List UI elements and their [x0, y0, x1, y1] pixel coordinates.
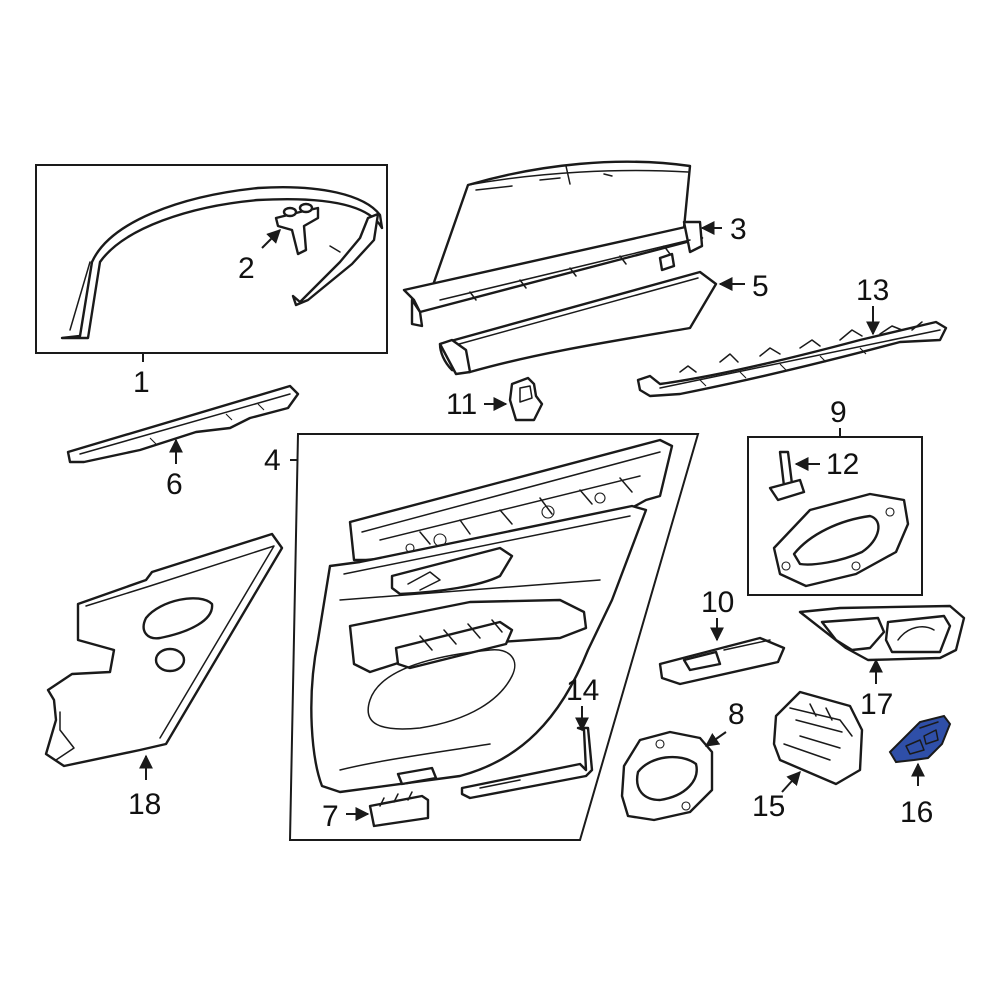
callout-16-label[interactable]: 16 [900, 796, 933, 829]
part-9-handle[interactable] [772, 492, 910, 588]
callout-12-label[interactable]: 12 [826, 448, 859, 481]
callout-15-leader [781, 770, 801, 793]
callout-8-leader [704, 731, 727, 747]
part-10-switch-trim[interactable] [658, 636, 786, 686]
part-13-bracket-rail[interactable] [636, 320, 948, 398]
callout-8-label[interactable]: 8 [728, 698, 745, 731]
group-box-4 [288, 433, 700, 841]
callout-10-label[interactable]: 10 [701, 586, 734, 619]
part-17-handle-bezel[interactable] [798, 604, 966, 662]
part-15-switch-housing[interactable] [772, 690, 864, 786]
part-2-clip[interactable] [274, 202, 320, 256]
callout-4-label[interactable]: 4 [264, 444, 281, 477]
callout-11-label[interactable]: 11 [446, 388, 477, 421]
callout-14-label[interactable]: 14 [566, 674, 599, 707]
part-11-clip[interactable] [508, 376, 544, 422]
callout-7-label[interactable]: 7 [322, 800, 339, 833]
callout-2-leader [261, 229, 281, 249]
group-box-1 [35, 164, 388, 354]
part-5-trim-strip[interactable] [438, 270, 718, 376]
part-8-inner-handle[interactable] [620, 730, 714, 822]
part-6-strip[interactable] [66, 384, 300, 464]
part-16-window-switch[interactable] [888, 714, 952, 764]
callout-17-label[interactable]: 17 [860, 688, 893, 721]
part-1-moulding[interactable] [60, 186, 384, 340]
callout-5-label[interactable]: 5 [752, 270, 769, 303]
part-4-door-panel[interactable] [310, 438, 674, 794]
callout-18-label[interactable]: 18 [128, 788, 161, 821]
part-7-cover[interactable] [368, 791, 430, 828]
part-3-sunshade[interactable] [402, 160, 704, 328]
callout-3-label[interactable]: 3 [730, 213, 747, 246]
callout-13-label[interactable]: 13 [856, 274, 889, 307]
callout-1-label[interactable]: 1 [133, 366, 150, 399]
group-box-9 [747, 436, 923, 596]
callout-15-label[interactable]: 15 [752, 790, 785, 823]
part-18-insulation-pad[interactable] [44, 532, 284, 768]
callout-9-label[interactable]: 9 [830, 396, 847, 429]
callout-2-label[interactable]: 2 [238, 252, 255, 285]
callout-6-label[interactable]: 6 [166, 468, 183, 501]
part-12-clip-pin[interactable] [768, 450, 806, 502]
